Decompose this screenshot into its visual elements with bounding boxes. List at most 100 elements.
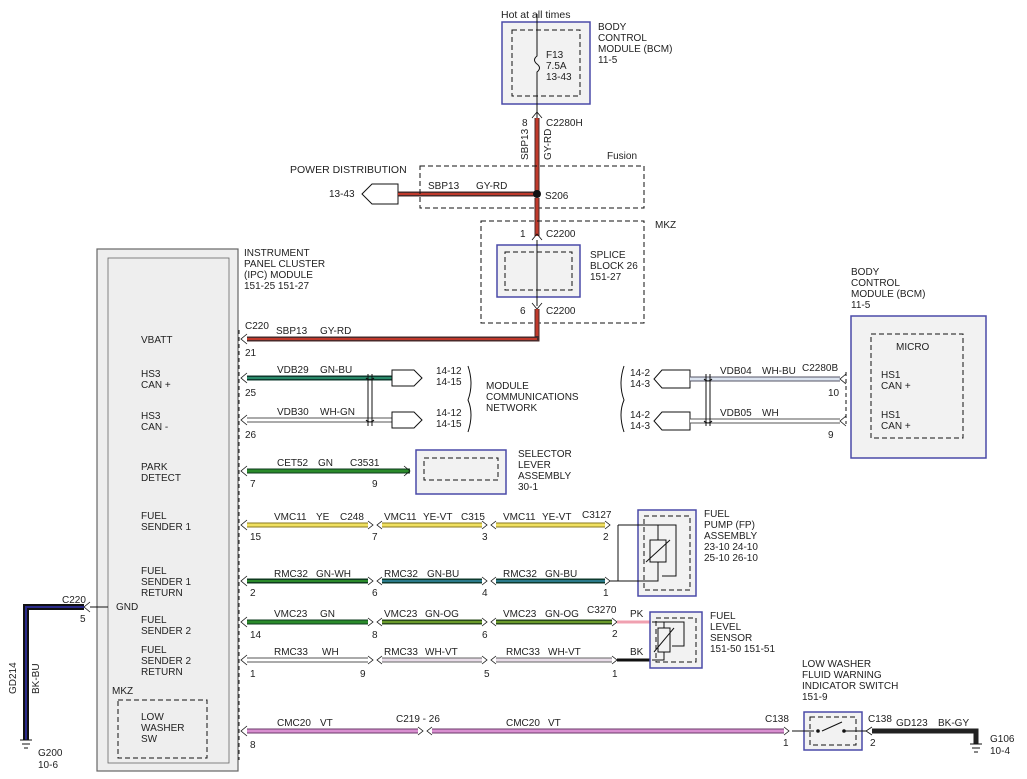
washer-switch-icon bbox=[792, 721, 866, 732]
gnd-conn: C220 bbox=[62, 595, 86, 606]
power-distribution-circuit: SBP13 bbox=[428, 181, 460, 192]
ipc-lws-label-2: WASHER bbox=[141, 723, 185, 734]
gd123-color-label: BK-GY bbox=[938, 718, 969, 729]
bcm-top-pin: 8 bbox=[522, 118, 528, 129]
ipc-fs2r-label-2: SENDER 2 bbox=[141, 656, 191, 667]
splice-bot-conn: C2200 bbox=[546, 306, 576, 317]
washer-title-2: FLUID WARNING bbox=[802, 670, 882, 681]
gd123-connector-icon bbox=[865, 726, 873, 736]
splice-top-connector-icon bbox=[531, 233, 543, 241]
washer-switch-group: LOW WASHER FLUID WARNING INDICATOR SWITC… bbox=[792, 659, 898, 751]
fuel-sender-1-circuit: 15 VMC11 YE C248 7 VMC11 YE-VT C315 3 VM… bbox=[240, 510, 612, 543]
vbatt-circuit: C220 21 SBP13 GY-RD bbox=[240, 321, 540, 359]
fusion-variant-box bbox=[419, 165, 645, 209]
fs1-p3: 2 bbox=[603, 532, 609, 543]
bcm-right-bot-color: WH bbox=[762, 408, 779, 419]
hs3p-network-connector-icon bbox=[391, 369, 423, 387]
bcm-right-top-connector-icon bbox=[839, 373, 847, 385]
power-distribution-title: POWER DISTRIBUTION bbox=[290, 164, 407, 176]
fuel-level-title-4: 151-50 151-51 bbox=[710, 644, 775, 655]
wire-gd214 bbox=[25, 606, 84, 740]
ground-g200-label: G200 bbox=[38, 748, 63, 759]
ipc-park-label-2: DETECT bbox=[141, 473, 181, 484]
fs2-pin: 14 bbox=[250, 630, 262, 641]
fs2-p1: 8 bbox=[372, 630, 378, 641]
fuel-level-title-1: FUEL bbox=[710, 611, 736, 622]
splice-block-group: MKZ 1 C2200 SPLICE BLOCK 26 151-27 6 C22… bbox=[480, 220, 676, 339]
bcm-right-hs1m-1: HS1 bbox=[881, 410, 901, 421]
ground-g200-icon bbox=[20, 739, 32, 749]
bcm-right-bot-circuit: VDB05 bbox=[720, 408, 752, 419]
fuel-level-sensor-group: FUEL LEVEL SENSOR 151-50 151-51 bbox=[649, 611, 775, 669]
hs3m-network-connector-icon bbox=[391, 411, 423, 429]
park-c3531-connector-icon bbox=[403, 465, 411, 477]
fs2-p2: 6 bbox=[482, 630, 488, 641]
ipc-lws-label-1: LOW bbox=[141, 712, 164, 723]
bcm-right-top-color: WH-BU bbox=[762, 366, 796, 377]
fs1-seg2-circuit: VMC11 bbox=[384, 512, 417, 523]
fs1r-seg3-circuit: RMC32 bbox=[503, 569, 537, 580]
ipc-title-3: (IPC) MODULE bbox=[244, 270, 313, 281]
fs2r-seg1-circuit: RMC33 bbox=[274, 647, 308, 658]
fs2-seg2-circuit: VMC23 bbox=[384, 609, 418, 620]
fs1r-c2-connector-icon bbox=[481, 576, 497, 586]
fs2r-seg2-color: WH-VT bbox=[425, 647, 458, 658]
ipc-fs1r-label-1: FUEL bbox=[141, 566, 167, 577]
vbatt-pin: 21 bbox=[245, 348, 257, 359]
ipc-fs2-label-2: SENDER 2 bbox=[141, 626, 191, 637]
ground-gd123-circuit: C138 2 GD123 BK-GY G106 10-4 bbox=[865, 714, 1015, 757]
park-pin2: 9 bbox=[372, 479, 378, 490]
fs1-seg1-circuit: VMC11 bbox=[274, 512, 307, 523]
ipc-module-group: INSTRUMENT PANEL CLUSTER (IPC) MODULE 15… bbox=[96, 248, 325, 772]
gnd-pin: 5 bbox=[80, 614, 86, 625]
ipc-lws-label-3: SW bbox=[141, 734, 158, 745]
bcm-top-title-4: 11-5 bbox=[598, 55, 618, 66]
gd123-pin: 2 bbox=[870, 738, 876, 749]
fusion-variant-label: Fusion bbox=[607, 151, 637, 162]
fs2r-p2: 5 bbox=[484, 669, 490, 680]
hs3m-pin: 26 bbox=[245, 430, 257, 441]
ipc-low-washer-box bbox=[117, 699, 208, 759]
bcm-right-bot-pin: 9 bbox=[828, 430, 834, 441]
fuel-pump-title-4: 23-10 24-10 bbox=[704, 542, 758, 553]
ipc-fs1r-label-3: RETURN bbox=[141, 588, 183, 599]
selector-title-1: SELECTOR bbox=[518, 449, 572, 460]
cmc-mid-conn: C219 - 26 bbox=[396, 714, 440, 725]
park-pin: 7 bbox=[250, 479, 256, 490]
fs2-p3: 2 bbox=[612, 629, 618, 640]
cmc-mid-connector-icon bbox=[417, 726, 433, 736]
ipc-title-4: 151-25 151-27 bbox=[244, 281, 309, 292]
ipc-hs3p-label-1: HS3 bbox=[141, 369, 161, 380]
fuel-pump-title-1: FUEL bbox=[704, 509, 730, 520]
splice-title-3: 151-27 bbox=[590, 272, 622, 283]
fuel-pump-title-3: ASSEMBLY bbox=[704, 531, 757, 542]
washer-switch-contact-b bbox=[842, 729, 846, 733]
bcm-top-title-1: BODY bbox=[598, 22, 627, 33]
washer-title-1: LOW WASHER bbox=[802, 659, 871, 670]
fuel-sender-1-return-circuit: 2 RMC32 GN-WH 6 RMC32 GN-BU 4 RMC32 GN-B… bbox=[240, 569, 611, 599]
bcm-right-top-ref-2: 14-3 bbox=[630, 379, 650, 390]
network-label-2: COMMUNICATIONS bbox=[486, 392, 579, 403]
hs3m-circuit-label: VDB30 bbox=[277, 407, 309, 418]
bcm-right-micro-label: MICRO bbox=[896, 342, 930, 353]
bcm-right-hs1p-2: CAN + bbox=[881, 381, 911, 392]
splice-block-box bbox=[496, 244, 581, 298]
washer-title-4: 151-9 bbox=[802, 692, 828, 703]
bcm-top-connector: C2280H bbox=[546, 118, 583, 129]
fs2-c1-connector-icon bbox=[367, 617, 383, 627]
ipc-fs2-label-1: FUEL bbox=[141, 615, 167, 626]
ipc-fs2r-label-1: FUEL bbox=[141, 645, 167, 656]
ipc-fs1-label-2: SENDER 1 bbox=[141, 522, 191, 533]
hs3m-connector-icon bbox=[240, 414, 248, 426]
bcm-right-twisted-pair-icon bbox=[703, 374, 713, 426]
selector-title-2: LEVER bbox=[518, 460, 551, 471]
selector-lever-inner bbox=[423, 457, 499, 481]
selector-title-4: 30-1 bbox=[518, 482, 538, 493]
hs3m-color-label: WH-GN bbox=[320, 407, 355, 418]
ground-gd214-circuit: C220 5 GD214 BK-BU G200 10-6 bbox=[8, 595, 108, 771]
splice-s206-label: S206 bbox=[545, 191, 569, 202]
ipc-hs3m-label-2: CAN - bbox=[141, 422, 168, 433]
cmc-c138-connector-icon bbox=[783, 726, 790, 736]
fuel-pump-sender-icon bbox=[610, 524, 677, 582]
fs2r-pin: 1 bbox=[250, 669, 256, 680]
